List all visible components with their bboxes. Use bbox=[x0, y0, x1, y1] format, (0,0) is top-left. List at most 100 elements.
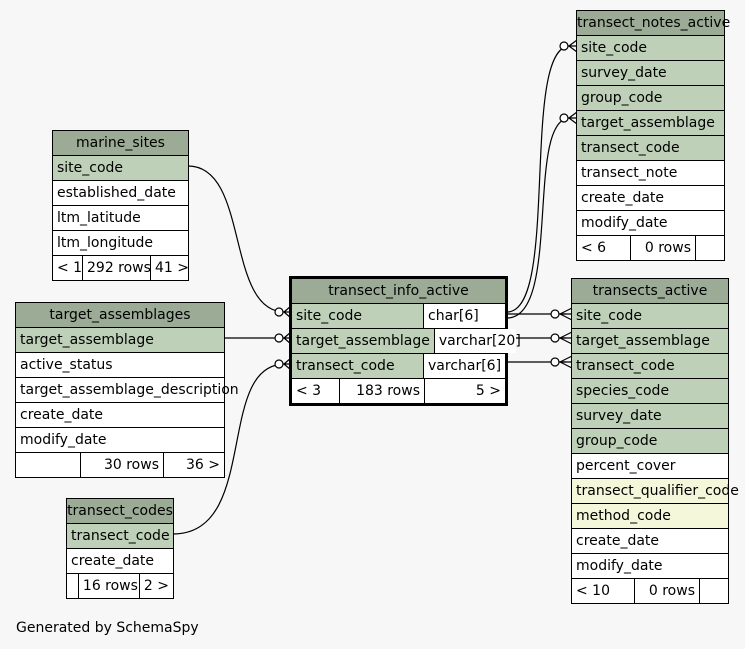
column-name: target_assemblage bbox=[581, 115, 715, 131]
row-count: 183 rows bbox=[339, 379, 424, 403]
table-footer: < 6 0 rows bbox=[577, 236, 724, 260]
table-row[interactable]: site_code char[6] bbox=[292, 304, 505, 329]
table-row[interactable]: species_code bbox=[572, 379, 728, 404]
column-name: transect_code bbox=[296, 358, 395, 374]
table-row[interactable]: transect_note bbox=[577, 161, 724, 186]
column-name: transect_code bbox=[576, 358, 675, 374]
table-footer: < 10 0 rows bbox=[572, 579, 728, 603]
table-title[interactable]: target_assemblages bbox=[16, 303, 224, 328]
parents-count[interactable]: < 3 bbox=[296, 383, 322, 399]
row-count: 16 rows bbox=[77, 574, 139, 598]
table-title[interactable]: marine_sites bbox=[53, 131, 188, 156]
table-transect-notes-active[interactable]: transect_notes_active site_code survey_d… bbox=[576, 10, 730, 261]
table-row[interactable]: site_code bbox=[572, 304, 728, 329]
column-name: transect_note bbox=[581, 165, 678, 181]
table-title[interactable]: transects_active bbox=[572, 279, 728, 304]
edge-transect-info-to-notes-assemblage bbox=[506, 117, 571, 319]
row-count: 30 rows bbox=[80, 453, 163, 477]
column-name: established_date bbox=[57, 185, 176, 201]
children-count[interactable]: 2 > bbox=[138, 574, 173, 598]
table-row[interactable]: create_date bbox=[572, 529, 728, 554]
column-name: create_date bbox=[20, 407, 104, 423]
table-row[interactable]: target_assemblage varchar[20] bbox=[292, 329, 521, 354]
table-row[interactable]: target_assemblage bbox=[572, 329, 728, 354]
column-name: target_assemblage bbox=[576, 333, 710, 349]
column-name: method_code bbox=[576, 508, 671, 524]
children-count[interactable]: 36 > bbox=[163, 453, 224, 477]
table-row[interactable]: ltm_latitude bbox=[53, 206, 188, 231]
table-row[interactable]: site_code bbox=[577, 36, 724, 61]
column-name: group_code bbox=[576, 433, 658, 449]
table-transect-codes[interactable]: transect_codes transect_code create_date… bbox=[66, 498, 174, 599]
children-count bbox=[695, 236, 724, 260]
table-row[interactable]: create_date bbox=[67, 549, 173, 574]
column-name: transect_code bbox=[581, 140, 680, 156]
table-row[interactable]: site_code bbox=[53, 156, 188, 181]
children-count[interactable]: 41 > bbox=[150, 256, 193, 280]
column-type: char[6] bbox=[423, 304, 505, 328]
table-row[interactable]: modify_date bbox=[577, 211, 724, 236]
column-name: site_code bbox=[296, 308, 363, 324]
table-row[interactable]: transect_code varchar[6] bbox=[292, 354, 505, 379]
table-row[interactable]: create_date bbox=[16, 403, 224, 428]
parents-count bbox=[16, 453, 80, 477]
table-row[interactable]: create_date bbox=[577, 186, 724, 211]
column-name: survey_date bbox=[576, 408, 662, 424]
optional-marker bbox=[274, 333, 284, 343]
table-row[interactable]: transect_code bbox=[67, 524, 173, 549]
table-row[interactable]: survey_date bbox=[577, 61, 724, 86]
table-marine-sites[interactable]: marine_sites site_code established_date … bbox=[52, 130, 189, 281]
column-name: active_status bbox=[20, 357, 113, 373]
column-name: create_date bbox=[581, 190, 665, 206]
column-name: modify_date bbox=[576, 558, 663, 574]
edge-transect-info-to-notes-site bbox=[506, 45, 571, 313]
children-count[interactable]: 5 > bbox=[424, 379, 505, 403]
table-row[interactable]: percent_cover bbox=[572, 454, 728, 479]
table-row[interactable]: survey_date bbox=[572, 404, 728, 429]
table-row[interactable]: group_code bbox=[577, 86, 724, 111]
table-row[interactable]: target_assemblage_description bbox=[16, 378, 239, 403]
table-row[interactable]: target_assemblage bbox=[577, 111, 724, 136]
table-row[interactable]: method_code bbox=[572, 504, 728, 529]
table-row[interactable]: active_status bbox=[16, 353, 224, 378]
table-row[interactable]: ltm_longitude bbox=[53, 231, 188, 256]
table-title[interactable]: transect_codes bbox=[67, 499, 173, 524]
column-type: varchar[6] bbox=[423, 354, 505, 378]
table-target-assemblages[interactable]: target_assemblages target_assemblage act… bbox=[15, 302, 239, 478]
column-name: modify_date bbox=[20, 432, 107, 448]
table-row[interactable]: transect_code bbox=[577, 136, 724, 161]
crowfoot-marker bbox=[559, 331, 573, 345]
column-name: percent_cover bbox=[576, 458, 676, 474]
column-name: target_assemblage bbox=[20, 332, 154, 348]
column-name: transect_code bbox=[71, 528, 170, 544]
row-count: 0 rows bbox=[634, 579, 699, 603]
table-row[interactable]: transect_code bbox=[572, 354, 728, 379]
table-row[interactable]: group_code bbox=[572, 429, 728, 454]
crowfoot-marker bbox=[568, 111, 578, 125]
table-transect-info-active[interactable]: transect_info_active site_code char[6] t… bbox=[289, 276, 521, 406]
table-footer: 16 rows 2 > bbox=[67, 574, 173, 598]
optional-marker bbox=[550, 357, 560, 367]
optional-marker bbox=[274, 307, 284, 317]
row-count: 292 rows bbox=[82, 256, 151, 280]
parents-count bbox=[67, 574, 78, 598]
parents-count[interactable]: < 1 bbox=[57, 260, 83, 276]
column-name: site_code bbox=[57, 160, 124, 176]
table-row[interactable]: modify_date bbox=[16, 428, 224, 453]
table-row[interactable]: established_date bbox=[53, 181, 188, 206]
optional-marker bbox=[550, 309, 560, 319]
table-title[interactable]: transect_notes_active bbox=[577, 11, 730, 36]
column-name: create_date bbox=[71, 553, 155, 569]
parents-count[interactable]: < 10 bbox=[576, 583, 610, 599]
table-row[interactable]: modify_date bbox=[572, 554, 728, 579]
crowfoot-marker bbox=[568, 39, 578, 53]
column-name: create_date bbox=[576, 533, 660, 549]
crowfoot-marker bbox=[559, 307, 573, 321]
table-transects-active[interactable]: transects_active site_code target_assemb… bbox=[571, 278, 739, 604]
table-row[interactable]: target_assemblage bbox=[16, 328, 224, 353]
table-row[interactable]: transect_qualifier_code bbox=[572, 479, 739, 504]
parents-count[interactable]: < 6 bbox=[581, 240, 607, 256]
table-title[interactable]: transect_info_active bbox=[292, 279, 505, 304]
column-type: varchar[20] bbox=[433, 329, 521, 353]
